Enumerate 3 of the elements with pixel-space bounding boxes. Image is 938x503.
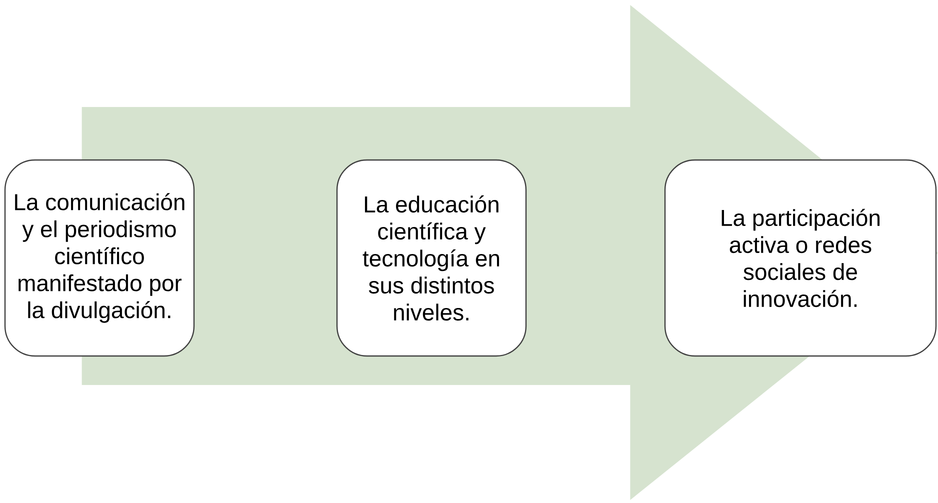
text-box: La educación científica y tecnología en sus distintos niveles. (336, 159, 527, 357)
text-box: La comunicación y el periodismo científico manifestado por la divulgación. (4, 159, 195, 357)
text-box: La participación activa o redes sociales de innovación. (664, 159, 937, 357)
